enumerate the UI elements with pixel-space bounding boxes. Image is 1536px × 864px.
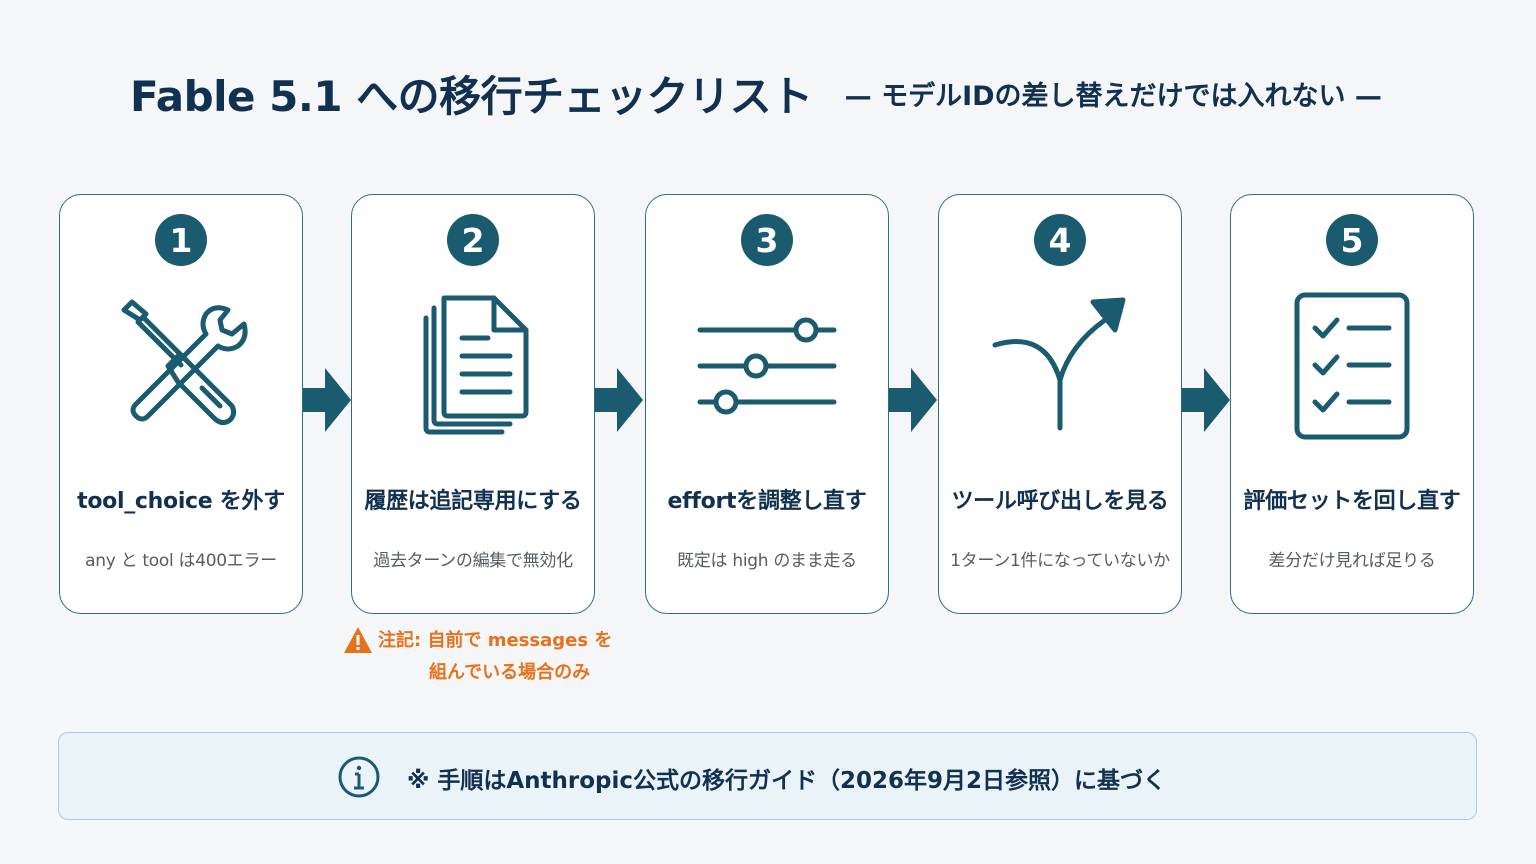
arrow-right-icon: [889, 368, 937, 432]
page-title: Fable 5.1 への移行チェックリスト: [130, 71, 813, 121]
documents-icon: [398, 290, 548, 440]
step-description: 1ターン1件になっていないか: [950, 551, 1170, 571]
arrow-right-icon: [595, 368, 643, 432]
step-card-1: 1 tool_choice を外す any と tool は400エラー: [59, 194, 303, 614]
warning-icon: [343, 626, 373, 654]
page-subtitle: — モデルIDの差し替えだけでは入れない —: [844, 80, 1382, 112]
step-number-badge: 3: [741, 214, 793, 266]
warning-note-line1: 注記: 自前で messages を: [378, 630, 613, 651]
step-card-3: 3 effortを調整し直す 既定は high のまま走る: [645, 194, 889, 614]
sliders-icon: [692, 290, 842, 440]
step-number-badge: 2: [447, 214, 499, 266]
step-number-badge: 4: [1034, 214, 1086, 266]
title-row: Fable 5.1 への移行チェックリスト — モデルIDの差し替えだけでは入れ…: [130, 58, 1430, 128]
step-card-2: 2 履歴は追記専用にする 過去ターンの編集で無効化: [351, 194, 595, 614]
info-bar: ※ 手順はAnthropic公式の移行ガイド（2026年9月2日参照）に基づく: [58, 732, 1477, 820]
source-note: ※ 手順はAnthropic公式の移行ガイド（2026年9月2日参照）に基づく: [407, 768, 1167, 794]
step-description: 過去ターンの編集で無効化: [373, 551, 573, 571]
warning-note-line2: 組んでいる場合のみ: [429, 662, 591, 683]
info-icon: [337, 755, 381, 799]
checklist-icon: [1277, 290, 1427, 440]
step-title: 評価セットを回し直す: [1243, 489, 1461, 514]
step-description: any と tool は400エラー: [85, 551, 277, 571]
step-number-badge: 1: [155, 214, 207, 266]
wrench-screwdriver-icon: [106, 290, 256, 440]
step-description: 既定は high のまま走る: [677, 551, 857, 571]
step-card-5: 5 評価セットを回し直す 差分だけ見れば足りる: [1230, 194, 1474, 614]
step-number-badge: 5: [1326, 214, 1378, 266]
step-description: 差分だけ見れば足りる: [1268, 551, 1436, 571]
arrow-right-icon: [1182, 368, 1230, 432]
step-title: 履歴は追記専用にする: [364, 489, 582, 514]
step-title: effortを調整し直す: [667, 489, 867, 514]
step-title: ツール呼び出しを見る: [951, 489, 1169, 514]
arrow-right-icon: [303, 368, 351, 432]
branch-arrow-icon: [985, 290, 1135, 440]
step-title: tool_choice を外す: [77, 489, 285, 514]
step-card-4: 4 ツール呼び出しを見る 1ターン1件になっていないか: [938, 194, 1182, 614]
